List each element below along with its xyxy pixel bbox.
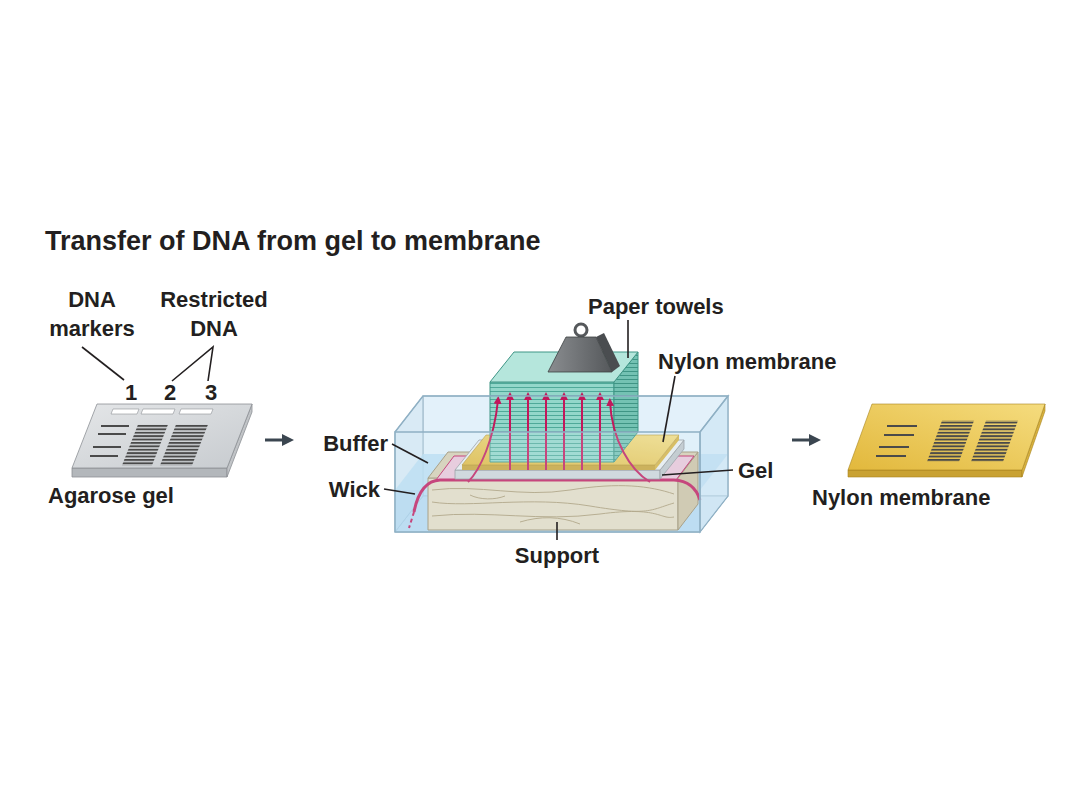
agarose-gel (160, 424, 208, 466)
part-label: Nylon membrane (658, 348, 837, 377)
agarose-gel (90, 455, 118, 457)
weight (548, 337, 612, 372)
leader-line (627, 320, 629, 358)
agarose-gel (90, 426, 129, 456)
agarose-gel (72, 404, 252, 468)
agarose-gel (179, 409, 213, 414)
lane-number: 3 (205, 379, 217, 408)
nylon-membrane-result (884, 434, 914, 436)
diagram-title: Transfer of DNA from gel to membrane (45, 225, 541, 257)
agarose-gel (101, 425, 129, 427)
agarose-gel (122, 424, 168, 466)
weight (548, 324, 620, 372)
buffer-tray (700, 396, 728, 532)
nylon-membrane-result (927, 420, 974, 462)
nylon-membrane-result (879, 446, 909, 448)
group-label: Restricted DNA (160, 286, 268, 343)
nylon-membrane-result (848, 404, 1045, 477)
part-label: Gel (738, 457, 773, 486)
part-label: Paper towels (588, 293, 724, 322)
agarose-gel (98, 433, 126, 435)
lane-number: 2 (164, 379, 176, 408)
agarose-gel (111, 409, 139, 414)
nylon-membrane-result (848, 404, 1045, 470)
buffer-tray (395, 432, 700, 532)
nylon-membrane-result (887, 425, 917, 427)
part-label: Nylon membrane (812, 484, 991, 513)
leader-line (662, 470, 733, 475)
nylon-membrane-result (876, 426, 917, 456)
nylon-membrane-result (848, 470, 1022, 477)
weight (575, 324, 587, 336)
leader-line (384, 489, 415, 494)
leader-line (392, 444, 428, 463)
lane-number: 1 (125, 379, 137, 408)
nylon-membrane-result (971, 420, 1018, 462)
step-arrow (282, 434, 294, 446)
leader-line (172, 347, 213, 381)
agarose-gel (72, 468, 227, 477)
leader-line (82, 347, 124, 380)
step-arrow (265, 439, 284, 442)
step-arrow (809, 434, 821, 446)
nylon-membrane-result (876, 455, 906, 457)
leader-line (556, 522, 558, 540)
part-label: Support (515, 542, 599, 571)
leader-line (663, 376, 675, 442)
part-label: Buffer (323, 430, 388, 459)
agarose-gel (72, 404, 252, 477)
buffer-tray (395, 396, 728, 532)
part-label: Agarose gel (48, 482, 174, 511)
part-label: Wick (329, 476, 380, 505)
buffer-tray (395, 396, 728, 432)
group-label: DNA markers (49, 286, 135, 343)
leader-line (82, 347, 213, 381)
agarose-gel (141, 409, 175, 414)
step-arrow (792, 439, 811, 442)
agarose-gel (93, 446, 121, 448)
